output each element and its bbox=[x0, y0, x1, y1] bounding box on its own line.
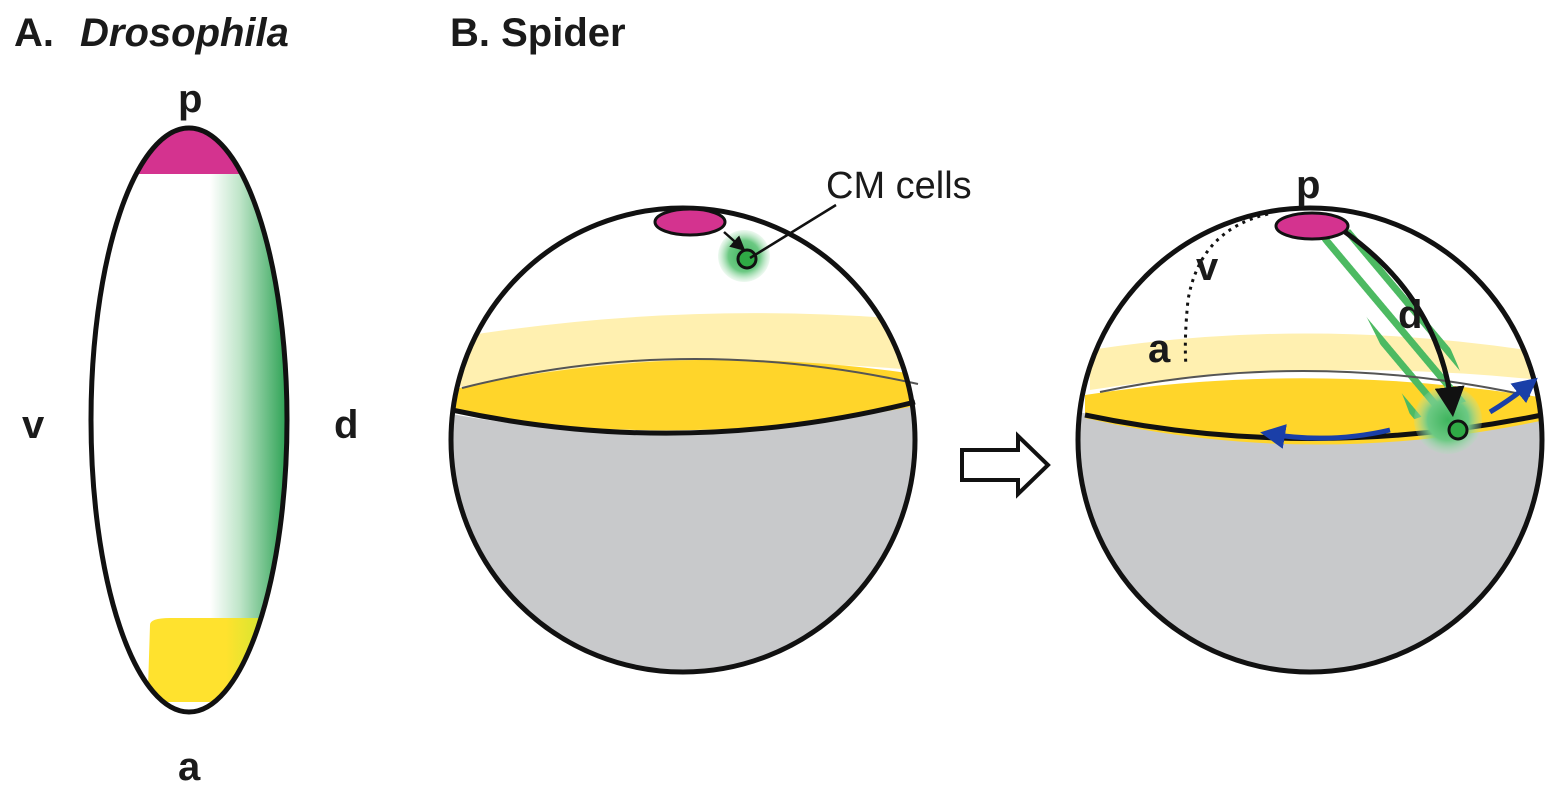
panel-a: A. Drosophila p a v d bbox=[14, 11, 358, 789]
drosophila-egg-outline bbox=[88, 125, 290, 715]
panel-b-title: B. Spider bbox=[450, 11, 626, 55]
spider-label-a: a bbox=[1148, 327, 1171, 371]
equator-line-left bbox=[451, 399, 916, 436]
dorsal-green-domain bbox=[210, 170, 287, 640]
yellow-ring-front-left bbox=[451, 359, 915, 431]
posterior-magenta-patch-left bbox=[653, 207, 727, 237]
blue-arrow-left bbox=[1260, 424, 1391, 449]
cm-cells-dot-right bbox=[1447, 419, 1469, 441]
blue-arrow-right bbox=[1488, 377, 1538, 415]
spider-label-p: p bbox=[1296, 163, 1320, 207]
spider-embryo-early: CM cells bbox=[448, 165, 972, 675]
spider-label-v: v bbox=[1196, 245, 1219, 289]
yolk-region-left bbox=[451, 402, 915, 672]
drosophila-label-v: v bbox=[22, 403, 45, 447]
yolk-region-right bbox=[1078, 412, 1542, 672]
spider-embryo-outline-right bbox=[1075, 205, 1545, 675]
drosophila-label-p: p bbox=[178, 77, 202, 121]
ring-opening-left bbox=[461, 358, 919, 389]
panel-a-species: Drosophila bbox=[80, 11, 289, 55]
cm-cells-dot bbox=[736, 248, 758, 270]
panel-a-letter: A. bbox=[14, 11, 54, 55]
dorsal-migration-arrow bbox=[1343, 229, 1465, 417]
spider-embryo-late: p v a d bbox=[1075, 163, 1545, 675]
anterior-yellow-domain bbox=[148, 618, 287, 702]
ring-opening-right bbox=[1099, 369, 1531, 397]
posterior-magenta-patch-right bbox=[1274, 211, 1350, 241]
cm-migration-arrow-left bbox=[723, 231, 746, 251]
ventral-dotted-path bbox=[1183, 212, 1269, 367]
cm-cells-label: CM cells bbox=[826, 165, 972, 207]
yellow-ring-back-left bbox=[452, 313, 915, 388]
drosophila-label-d: d bbox=[334, 403, 358, 447]
spider-label-d: d bbox=[1398, 293, 1422, 337]
dorsal-hatched-field bbox=[1318, 228, 1470, 420]
hollow-right-arrow-icon bbox=[960, 431, 1051, 499]
drosophila-label-a: a bbox=[178, 745, 201, 789]
cm-callout-line bbox=[749, 203, 837, 260]
